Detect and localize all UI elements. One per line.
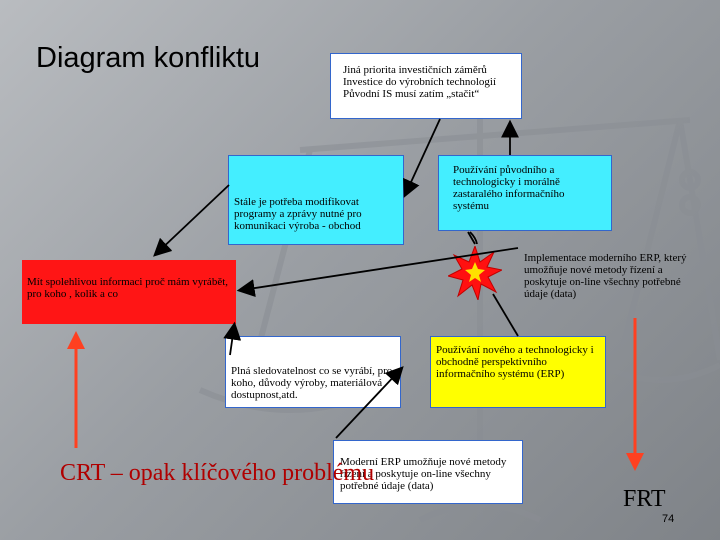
conflict-star-icon — [448, 246, 502, 300]
modern-erp-box: Moderní ERP umožňuje nové metody řízení … — [333, 440, 523, 504]
cause-box: Mít spolehlivou informaci proč mám vyráb… — [22, 260, 236, 324]
tracking-box: Plná sledovatelnost co se vyrábí, pro ko… — [225, 336, 401, 408]
requirement-left-box: Stále je potřeba modifikovat programy a … — [228, 155, 404, 245]
crt-label: CRT – opak klíčového problému — [60, 460, 375, 486]
goal-box: Jiná priorita investičních záměrů Invest… — [330, 53, 522, 119]
implementation-note: Implementace moderního ERP, který umožňu… — [524, 252, 687, 300]
page-number: 74 — [662, 513, 675, 525]
frt-label: FRT — [623, 486, 666, 512]
slide-title: Diagram konfliktu — [36, 42, 261, 74]
requirement-right-box: Používání původního a technologicky i mo… — [438, 155, 612, 231]
new-system-box: Používání nového a technologicky i obcho… — [430, 336, 606, 408]
